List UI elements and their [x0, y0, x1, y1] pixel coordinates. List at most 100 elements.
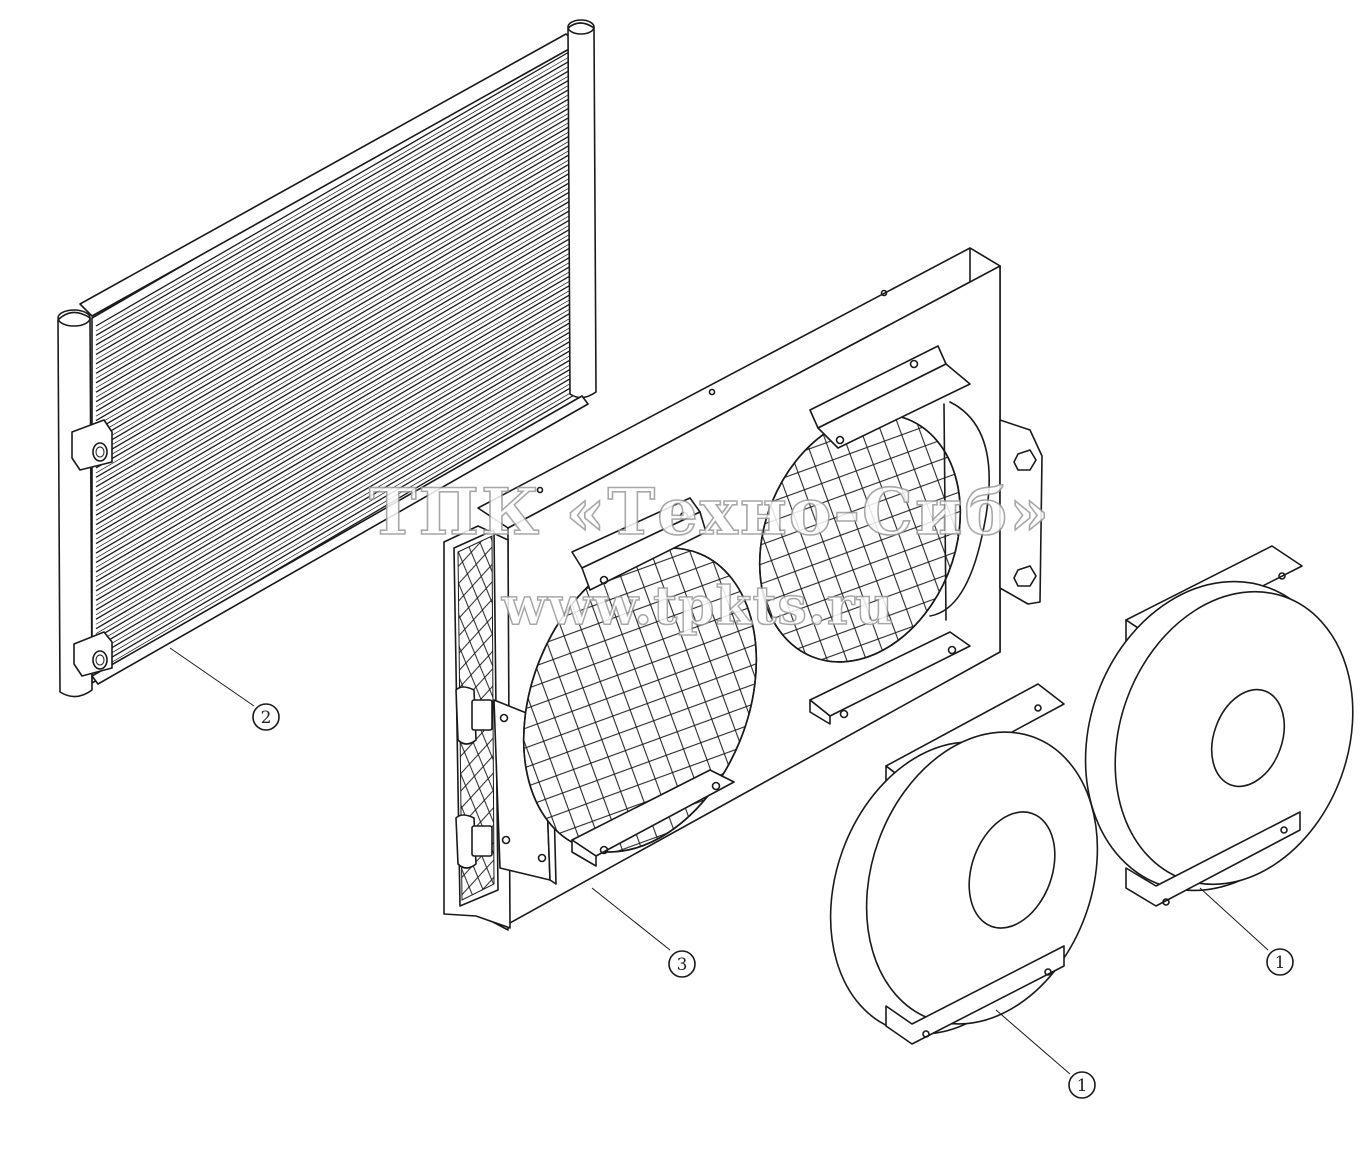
condenser-fin [95, 356, 577, 639]
condenser-fin-shadow [95, 249, 577, 530]
condenser-fin [95, 281, 577, 564]
condenser-fin [95, 103, 577, 384]
condenser-fin-shadow [95, 146, 577, 426]
condenser-fin-shadow [95, 314, 577, 597]
condenser-fin-shadow [95, 174, 577, 455]
condenser-fin [95, 56, 577, 337]
condenser-fin [95, 299, 577, 582]
condenser-fin [95, 271, 577, 554]
condenser-fin-shadow [95, 221, 577, 502]
condenser-fin-shadow [95, 305, 577, 587]
condenser-fin-shadow [95, 333, 577, 616]
condenser-fin-shadow [95, 370, 577, 653]
condenser-fin [95, 346, 577, 630]
condenser-fin [95, 169, 577, 450]
condenser-fin-shadow [95, 136, 577, 417]
nut-icon [1013, 565, 1037, 587]
svg-text:1: 1 [1275, 953, 1286, 973]
callout-1-front: 1 [1068, 1071, 1096, 1099]
condenser-fin [95, 243, 577, 526]
condenser-fin-shadow [95, 267, 577, 549]
fan-front-part [829, 683, 1099, 1075]
condenser-fin [95, 131, 577, 412]
condenser-fin-shadow [95, 323, 577, 606]
frame-hinge-upper [455, 686, 493, 745]
condenser-fin [95, 187, 577, 469]
condenser-fin [95, 122, 577, 403]
condenser-fin-shadow [95, 52, 577, 332]
condenser-fin-shadow [95, 127, 577, 407]
condenser-fin [95, 225, 577, 507]
condenser-fin-shadow [95, 99, 577, 379]
condenser-fin [95, 206, 577, 488]
condenser-fin [95, 365, 577, 649]
condenser-fin-shadow [95, 351, 577, 635]
condenser-fin [95, 384, 577, 668]
frame-bracket-top-left [571, 497, 707, 591]
frame-bracket-bottom-right [809, 631, 971, 725]
condenser-fin [95, 215, 577, 497]
condenser-fin-shadow [95, 258, 577, 540]
watermark-url: www.tpkts.ru [501, 576, 894, 637]
condenser-fin [95, 140, 577, 422]
condenser-fin-shadow [95, 164, 577, 445]
condenser-fin [95, 150, 577, 431]
condenser-bracket-upper [71, 419, 113, 471]
condenser-fin-shadow [95, 192, 577, 474]
condenser-fin [95, 66, 577, 346]
condenser-fin [95, 75, 577, 355]
condenser-fin-shadow [95, 230, 577, 512]
condenser-fin-shadow [95, 389, 577, 672]
condenser-bracket-lower [73, 631, 113, 677]
condenser-fin-shadow [95, 90, 577, 370]
condenser-fin [95, 197, 577, 478]
condenser-fin-shadow [95, 108, 577, 389]
frame-bracket-bottom-left [571, 769, 735, 867]
frame-hinge-lower [455, 814, 493, 869]
condenser-fin [95, 253, 577, 535]
watermark-company: ТПК «Техно-Сиб» [369, 475, 1051, 550]
condenser-fin-shadow [95, 118, 577, 398]
nut-icon [1013, 449, 1037, 471]
condenser-fin-shadow [95, 183, 577, 464]
condenser-fin [95, 178, 577, 459]
frame-side-bracket [999, 419, 1043, 605]
condenser-fins [95, 47, 577, 682]
condenser-fin [95, 309, 577, 592]
fan-rear-part [1084, 545, 1354, 951]
callout-3: 3 [668, 950, 696, 978]
condenser-fin-shadow [95, 71, 577, 351]
svg-text:1: 1 [1077, 1076, 1088, 1096]
condenser-fin-shadow [95, 80, 577, 360]
condenser-fin-shadow [95, 239, 577, 521]
svg-text:3: 3 [677, 955, 688, 975]
callout-1-rear: 1 [1266, 948, 1294, 976]
condenser-fin-shadow [95, 211, 577, 493]
frame-bracket-top-right [809, 345, 971, 449]
condenser-fin-shadow [95, 342, 577, 625]
watermark: ТПК «Техно-Сиб» www.tpkts.ru [368, 474, 1051, 638]
fan-frame-part [443, 247, 1043, 951]
condenser-fin [95, 327, 577, 611]
condenser-fin [95, 290, 577, 573]
condenser-fin-shadow [95, 286, 577, 568]
callout-2: 2 [252, 703, 280, 731]
condenser-fin [95, 234, 577, 516]
condenser-fin [95, 374, 577, 658]
svg-text:2: 2 [261, 708, 272, 728]
condenser-fin-shadow [95, 379, 577, 663]
condenser-fin-shadow [95, 277, 577, 559]
condenser-fin-shadow [95, 202, 577, 483]
condenser-fin [95, 112, 577, 393]
condenser-fin-shadow [95, 361, 577, 644]
condenser-fin [95, 159, 577, 441]
condenser-fin [95, 318, 577, 601]
condenser-fin [95, 94, 577, 374]
condenser-fin [95, 47, 577, 327]
condenser-part [57, 19, 597, 707]
condenser-fin-shadow [95, 62, 577, 341]
condenser-fin-shadow [95, 295, 577, 578]
condenser-fin [95, 337, 577, 620]
